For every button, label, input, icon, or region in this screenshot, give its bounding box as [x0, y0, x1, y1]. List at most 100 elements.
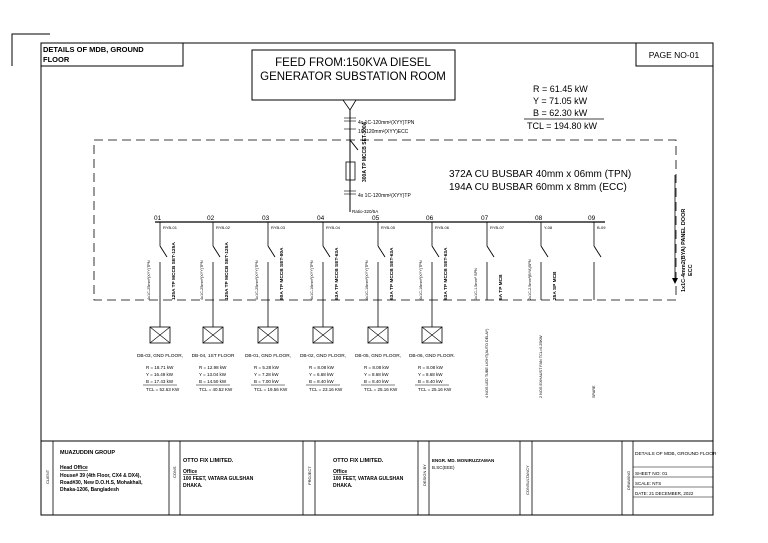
feeder-tag: Y-08: [544, 225, 553, 230]
header-title-line2: FLOOR: [43, 55, 70, 64]
feeder-tag: RYB-06: [435, 225, 450, 230]
consultant-addr1: 100 FEET, VATARA GULSHAN: [183, 476, 254, 482]
feeder-load-y: Y = 8.68 kW: [364, 372, 389, 377]
feeder-load-r: R = 8.08 kW: [364, 365, 390, 370]
consultancy-label: CONSULTANCY: [525, 465, 530, 495]
feeder-destination: SPARE: [592, 385, 596, 398]
feeder-load-r: R = 8.08 kW: [418, 365, 444, 370]
feeder-destination: DB-06, GND FLOOR.: [409, 353, 455, 359]
feeder-load-tcl: TCL = 25.16 KW: [364, 387, 398, 392]
feeder-number: 01: [154, 215, 162, 222]
feeder-load-y: Y = 6.68 kW: [309, 372, 334, 377]
header-title-box: [40, 42, 184, 67]
feeder-cable-label: 4x1C-16mm²(XYY)TPN: [310, 260, 314, 300]
ratio-label: Ratio-320/5A: [352, 209, 378, 214]
feeder-destination: 4 NOS LED TUBE LIGHT(AUTO DELAY): [485, 328, 489, 398]
feeder-load-tcl: TCL = 19.56 KW: [254, 387, 288, 392]
incomer-breaker-label: 300A TP MCCB SET-300A: [362, 121, 368, 182]
title-block: CLIENT MUAZUDDIN GROUP Head Office House…: [41, 440, 717, 515]
feeder-tag: RYB-01: [163, 225, 178, 230]
drawing-label: DRAWING: [626, 471, 631, 490]
feeder-load-y: Y = 8.68 kW: [418, 372, 443, 377]
feeder-load-r: R = 5.28 kW: [254, 365, 280, 370]
panel-door-label-1: 1x1C-4mm2(BYA) PANEL DOOR: [681, 209, 687, 292]
feeder-db-box-cross: [367, 326, 389, 344]
engineer-name: ENGR. MD. MONIRUZZAMAN: [432, 458, 494, 463]
incoming-arrow: [342, 99, 357, 111]
feeder-breaker-contact: [377, 245, 386, 258]
feeder-cable-label: 4x1C-16mm²(XYY)TPN: [419, 260, 423, 300]
feeder-breaker-label: 125A TP MCCB SET-125A: [171, 242, 177, 300]
project-name: OTTO FIX LIMITED.: [333, 458, 384, 464]
consultant-addr2: DHAKA.: [183, 483, 203, 489]
consultant-office: Office: [183, 469, 197, 475]
feeder-number: 04: [317, 215, 325, 222]
feeder-breaker-contact: [159, 245, 168, 258]
page-no: PAGE NO-01: [649, 50, 700, 60]
feeder-breaker-label: 63A TP MCCB SET-63A: [443, 247, 449, 300]
client-name: MUAZUDDIN GROUP: [60, 450, 115, 456]
feeder-db-box-cross: [421, 326, 443, 344]
feeder-destination: DB-05, GND FLOOR,: [355, 353, 401, 359]
feeder-breaker-label: 125A TP MCCB SET-125A: [224, 242, 230, 300]
client-label: CLIENT: [45, 469, 50, 484]
feeder-destination: DB-03, GND FLOOR,: [137, 353, 183, 359]
cable-in-label-1: 4x 1C-120mm²(XYY)TPN: [358, 120, 415, 126]
feeder-load-b: B = 7.00 kW: [254, 379, 279, 384]
load-b: B = 62.30 kW: [533, 108, 588, 118]
feeder-number: 06: [426, 215, 434, 222]
feeder-breaker-contact: [593, 245, 602, 258]
incomer-breaker-contact: [349, 139, 359, 151]
client-addr2: Road#30, New D.O.H.S, Mohakhali,: [60, 480, 143, 486]
feeder-load-y: Y = 16.49 kW: [146, 372, 174, 377]
feeder-breaker-label: 25A SP MCB: [552, 271, 558, 300]
feeder-tag: RYB-03: [271, 225, 286, 230]
feeder-number: 05: [372, 215, 380, 222]
feeder-db-box-cross: [149, 326, 171, 344]
feeder-breaker-label: 6A TP MCB: [498, 274, 504, 300]
project-addr1: 100 FEET, VATARA GULSHAN: [333, 476, 404, 482]
feeder-breaker-contact: [431, 245, 440, 258]
feeder-load-y: Y = 7.28 kW: [254, 372, 279, 377]
project-label: PROJECT: [307, 466, 312, 485]
feeder-number: 07: [481, 215, 489, 222]
feeder-db-box-cross: [312, 326, 334, 344]
feeder-breaker-contact: [486, 245, 495, 258]
sheet-title: DETAILS OF MDB, GROUND FLOOR: [635, 451, 717, 457]
feeder-cable-label: 4x1C-16mm²(XYY)TPN: [365, 260, 369, 300]
feeder-breaker-contact: [267, 245, 276, 258]
feeder-load-tcl: TCL = 52.63 KW: [146, 387, 180, 392]
feeder-number: 02: [207, 215, 215, 222]
load-tcl: TCL = 194.80 kW: [527, 121, 597, 131]
feeder-cable-label: 2x1C-2.5mm²(BYA)SPN: [528, 259, 532, 300]
feeder-number: 03: [262, 215, 270, 222]
feeder-destination: DB-01, GND FLOOR,: [245, 353, 291, 359]
feeder-cable-label: 1x1C-1.5mm² SPN: [474, 268, 478, 300]
sheet-no: SHEET NO: 01: [635, 471, 668, 477]
consultant-name: OTTO FIX LIMITED.: [183, 458, 234, 464]
sheet-date: DATE: 21 DECEMBER, 2022: [635, 491, 694, 496]
feeder-destination: 2 NOS EXHAUST FAN TCL=0.25KW: [539, 335, 543, 398]
panel-door-label-2: ECC: [688, 264, 694, 276]
feeder-breaker-contact: [540, 245, 549, 258]
busbar-line2: 194A CU BUSBAR 60mm x 8mm (ECC): [449, 182, 627, 193]
feeder-load-tcl: TCL = 40.52 KW: [199, 387, 233, 392]
cable-out-label: 4x 1C-120mm²(XYY)TP: [358, 193, 411, 199]
mdb-enclosure: [93, 139, 677, 301]
feed-line1: FEED FROM:150KVA DIESEL: [275, 57, 431, 69]
header-title-line1: DETAILS OF MDB, GROUND: [43, 45, 144, 54]
page-no-box: [635, 42, 714, 67]
feeder-destination: DB-04, 1ST FLOOR: [192, 353, 235, 359]
feeder-tag: RYB-04: [326, 225, 341, 230]
feeder-load-tcl: TCL = 23.16 KW: [309, 387, 343, 392]
cable-in-label-2: 1C-120mm²(XYY)ECC: [358, 129, 409, 135]
client-addr3: Dhaka-1206, Bangladesh: [60, 487, 119, 493]
feeder-cable-label: 4x1C-25mm²(XYY)TPN: [200, 260, 204, 300]
feeder-cable-label: 4x1C-25mm²(XYY)TPN: [255, 260, 259, 300]
feeder-number: 08: [535, 215, 543, 222]
client-addr1: House# 39 (4th Floor, CX4 & DX4),: [60, 473, 141, 479]
panel-door-arrow: [672, 278, 678, 284]
feeder-load-r: R = 12.98 kW: [199, 365, 227, 370]
